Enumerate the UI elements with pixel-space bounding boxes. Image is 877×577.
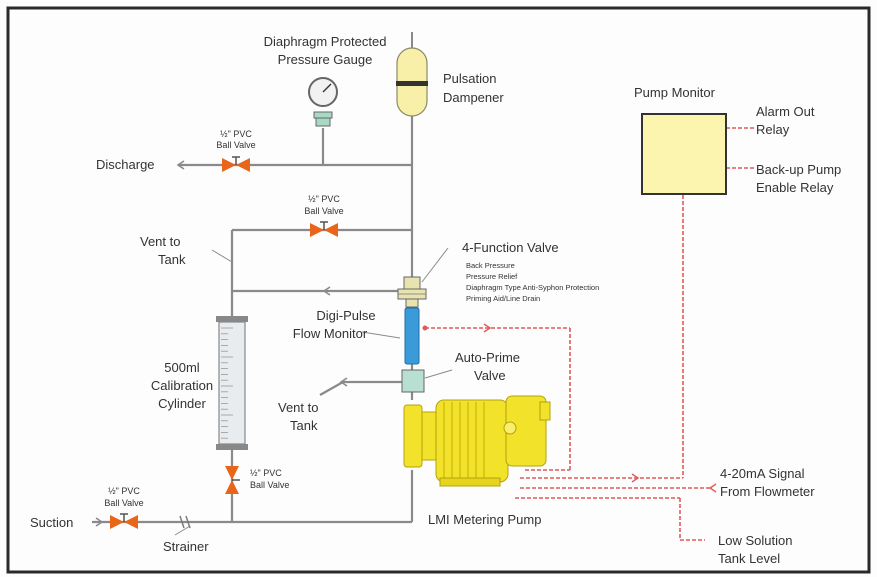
metering-pump <box>403 395 551 487</box>
digi-pulse-label-line2: Flow Monitor <box>293 326 368 341</box>
four-function-item-3: Diaphragm Type Anti-Syphon Protection <box>466 283 599 292</box>
ball-valve-discharge <box>222 156 250 172</box>
four-function-valve <box>397 276 427 308</box>
suction-valve-size: ½" PVC <box>108 486 140 496</box>
four-function-item-2: Pressure Relief <box>466 272 518 281</box>
vent-valve-label: Ball Valve <box>304 206 343 216</box>
signal-label-line2: From Flowmeter <box>720 484 815 499</box>
low-level-label-line1: Low Solution <box>718 533 792 548</box>
ball-valve-suction <box>110 513 138 529</box>
pressure-gauge <box>308 77 338 127</box>
digi-pulse-label-line1: Digi-Pulse <box>316 308 375 323</box>
diagram-frame <box>6 6 871 574</box>
four-function-label: 4-Function Valve <box>462 240 559 255</box>
leader-lines <box>174 247 453 536</box>
strainer <box>179 515 191 529</box>
backup-relay-label-line1: Back-up Pump <box>756 162 841 177</box>
cylinder-label-line2: Calibration <box>151 378 213 393</box>
pump-monitor-box <box>641 113 727 195</box>
auto-prime-label-line1: Auto-Prime <box>455 350 520 365</box>
low-level-label-line2: Tank Level <box>718 551 780 566</box>
cylinder-valve-label: Ball Valve <box>250 480 289 490</box>
gauge-label-line2: Pressure Gauge <box>278 52 373 67</box>
dampener-label-line2: Dampener <box>443 90 504 105</box>
pulsation-dampener <box>396 32 428 117</box>
flow-monitor-sensor <box>422 325 428 331</box>
flow-monitor <box>404 307 420 365</box>
calibration-cylinder <box>216 316 248 450</box>
discharge-valve-size: ½" PVC <box>220 129 252 139</box>
backup-relay-label-line2: Enable Relay <box>756 180 834 195</box>
signal-lines <box>425 127 756 541</box>
discharge-valve-label: Ball Valve <box>216 140 255 150</box>
vent-tank-label-line2: Tank <box>158 252 186 267</box>
auto-prime-valve <box>401 369 425 393</box>
cylinder-label-line3: Cylinder <box>158 396 206 411</box>
vent-tank2-label-line2: Tank <box>290 418 318 433</box>
cylinder-valve-size: ½" PVC <box>250 468 282 478</box>
alarm-relay-label-line2: Relay <box>756 122 790 137</box>
pipe-arrows <box>95 160 348 527</box>
pump-monitor-label: Pump Monitor <box>634 85 716 100</box>
discharge-label: Discharge <box>96 157 155 172</box>
dampener-label-line1: Pulsation <box>443 71 496 86</box>
ball-valve-vent <box>310 221 338 237</box>
gauge-label-line1: Diaphragm Protected <box>264 34 387 49</box>
vent-tank2-label-line1: Vent to <box>278 400 318 415</box>
cylinder-label-line1: 500ml <box>164 360 200 375</box>
vent-valve-size: ½" PVC <box>308 194 340 204</box>
signal-label-line1: 4-20mA Signal <box>720 466 805 481</box>
metering-pump-label: LMI Metering Pump <box>428 512 541 527</box>
four-function-item-4: Priming Aid/Line Drain <box>466 294 540 303</box>
suction-valve-label: Ball Valve <box>104 498 143 508</box>
signal-arrows <box>483 323 717 493</box>
ball-valve-cylinder <box>225 466 240 494</box>
four-function-item-1: Back Pressure <box>466 261 515 270</box>
strainer-label: Strainer <box>163 539 209 554</box>
vent-tank-label-line1: Vent to <box>140 234 180 249</box>
suction-label: Suction <box>30 515 73 530</box>
alarm-relay-label-line1: Alarm Out <box>756 104 815 119</box>
auto-prime-label-line2: Valve <box>474 368 506 383</box>
